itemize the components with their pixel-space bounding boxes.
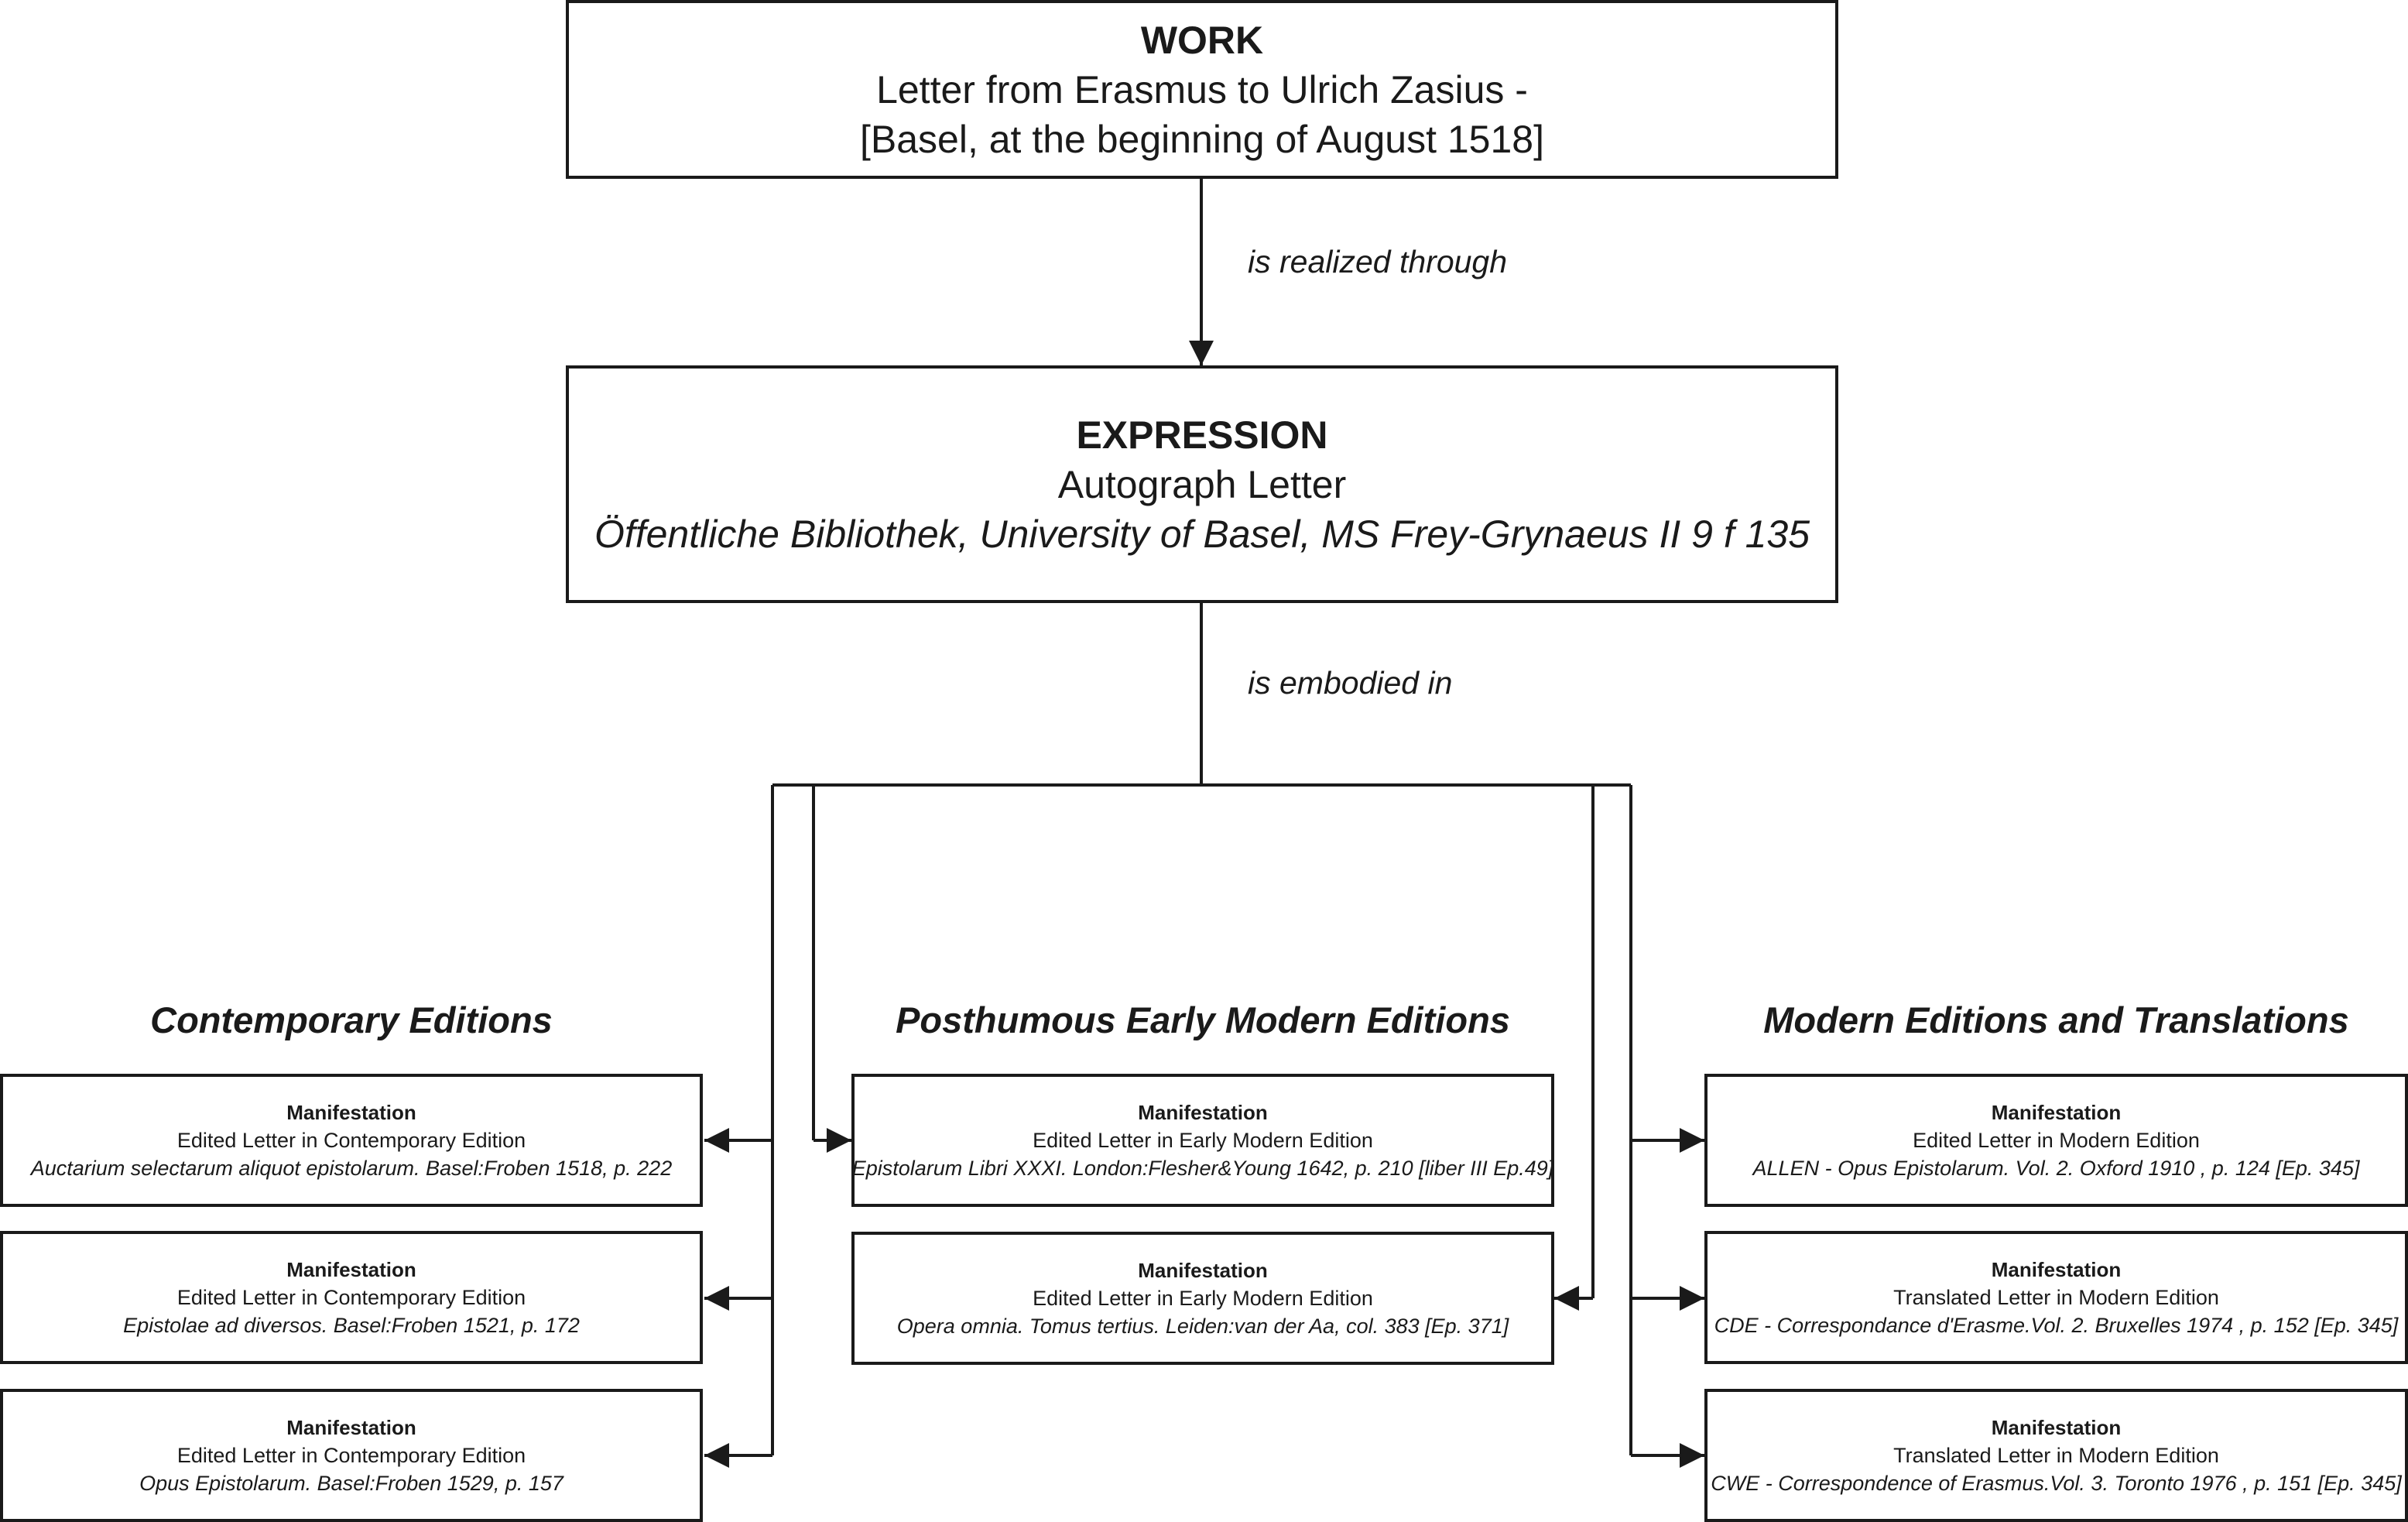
work-to-expression-arrowhead (1189, 341, 1214, 365)
manifestation-title: Manifestation (1991, 1415, 2122, 1439)
manifestation-type: Translated Letter in Modern Edition (1893, 1443, 2219, 1467)
work-line-1: Letter from Erasmus to Ulrich Zasius - (876, 67, 1528, 111)
manifestation-title: Manifestation (1138, 1100, 1268, 1124)
group-heading-modern: Modern Editions and Translations (1763, 999, 2349, 1040)
manifestation-title: Manifestation (286, 1257, 416, 1281)
manifestation-citation: Opus Epistolarum. Basel:Froben 1529, p. … (139, 1471, 563, 1495)
manifestation-type: Edited Letter in Modern Edition (1913, 1128, 2200, 1152)
arrowhead-contemporary-3 (704, 1443, 729, 1468)
group-heading-early-modern: Posthumous Early Modern Editions (896, 999, 1510, 1040)
manifestation-box-early-modern-2[interactable]: Manifestation Edited Letter in Early Mod… (851, 1232, 1554, 1365)
manifestation-type: Edited Letter in Early Modern Edition (1033, 1286, 1373, 1310)
arrowhead-modern-3 (1680, 1443, 1704, 1468)
manifestation-type: Edited Letter in Contemporary Edition (176, 1443, 526, 1467)
work-box[interactable]: WORK Letter from Erasmus to Ulrich Zasiu… (566, 0, 1838, 179)
expression-line-1: Autograph Letter (1057, 462, 1347, 506)
expression-title: EXPRESSION (1076, 413, 1328, 457)
manifestation-title: Manifestation (1991, 1257, 2122, 1281)
work-title: WORK (1140, 18, 1264, 62)
manifestation-citation: Epistolarum Libri XXXI. London:Flesher&Y… (851, 1156, 1554, 1180)
expression-box[interactable]: EXPRESSION Autograph Letter Öffentliche … (566, 365, 1838, 603)
manifestation-type: Edited Letter in Early Modern Edition (1033, 1128, 1373, 1152)
edge-label-realized: is realized through (1248, 244, 1508, 279)
manifestation-citation: ALLEN - Opus Epistolarum. Vol. 2. Oxford… (1752, 1156, 2360, 1180)
manifestation-citation: Auctarium selectarum aliquot epistolarum… (30, 1156, 673, 1180)
arrowhead-early-modern-1 (827, 1128, 851, 1153)
arrowhead-early-modern-2 (1554, 1286, 1579, 1311)
group-heading-contemporary: Contemporary Editions (150, 999, 553, 1040)
manifestation-title: Manifestation (286, 1100, 416, 1124)
manifestation-box-contemporary-2[interactable]: Manifestation Edited Letter in Contempor… (0, 1231, 703, 1364)
manifestation-title: Manifestation (286, 1415, 416, 1439)
arrowhead-contemporary-1 (704, 1128, 729, 1153)
manifestation-box-modern-1[interactable]: Manifestation Edited Letter in Modern Ed… (1704, 1074, 2408, 1207)
manifestation-title: Manifestation (1138, 1258, 1268, 1282)
manifestation-title: Manifestation (1991, 1100, 2122, 1124)
work-line-2: [Basel, at the beginning of August 1518] (859, 117, 1544, 161)
manifestation-type: Translated Letter in Modern Edition (1893, 1285, 2219, 1309)
manifestation-citation: Opera omnia. Tomus tertius. Leiden:van d… (896, 1314, 1509, 1338)
manifestation-citation: CWE - Correspondence of Erasmus.Vol. 3. … (1711, 1471, 2402, 1495)
manifestation-citation: CDE - Correspondance d'Erasme.Vol. 2. Br… (1714, 1313, 2399, 1337)
arrowhead-contemporary-2 (704, 1286, 729, 1311)
manifestation-box-contemporary-1[interactable]: Manifestation Edited Letter in Contempor… (0, 1074, 703, 1207)
manifestation-box-contemporary-3[interactable]: Manifestation Edited Letter in Contempor… (0, 1389, 703, 1522)
manifestation-box-modern-3[interactable]: Manifestation Translated Letter in Moder… (1704, 1389, 2408, 1522)
manifestation-box-early-modern-1[interactable]: Manifestation Edited Letter in Early Mod… (851, 1074, 1554, 1207)
manifestation-citation: Epistolae ad diversos. Basel:Froben 1521… (123, 1313, 580, 1337)
arrowhead-modern-2 (1680, 1286, 1704, 1311)
arrowhead-modern-1 (1680, 1128, 1704, 1153)
manifestation-type: Edited Letter in Contemporary Edition (176, 1285, 526, 1309)
edge-label-embodied: is embodied in (1248, 665, 1453, 701)
manifestation-box-modern-2[interactable]: Manifestation Translated Letter in Moder… (1704, 1231, 2408, 1364)
manifestation-type: Edited Letter in Contemporary Edition (176, 1128, 526, 1152)
expression-line-2: Öffentliche Bibliothek, University of Ba… (594, 512, 1810, 556)
